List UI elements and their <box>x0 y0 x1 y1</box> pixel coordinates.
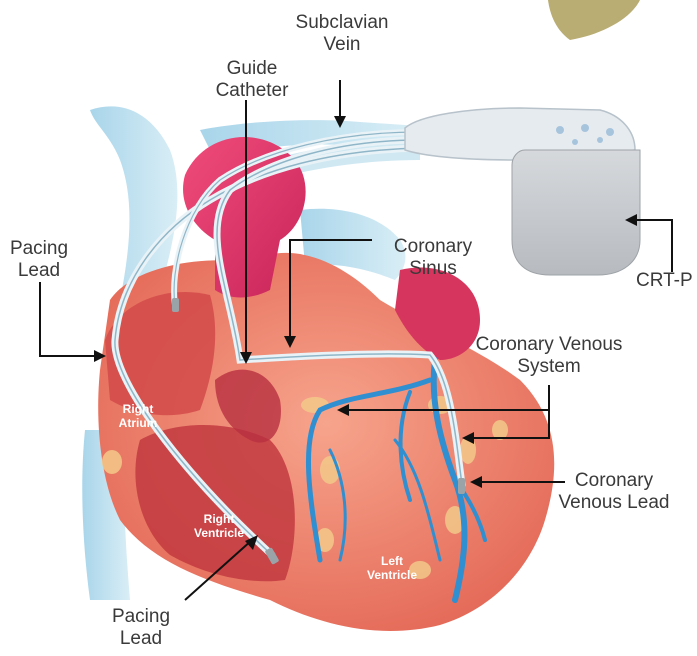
decorative-shape <box>548 0 640 40</box>
label-crt-p: CRT-P <box>636 270 697 292</box>
